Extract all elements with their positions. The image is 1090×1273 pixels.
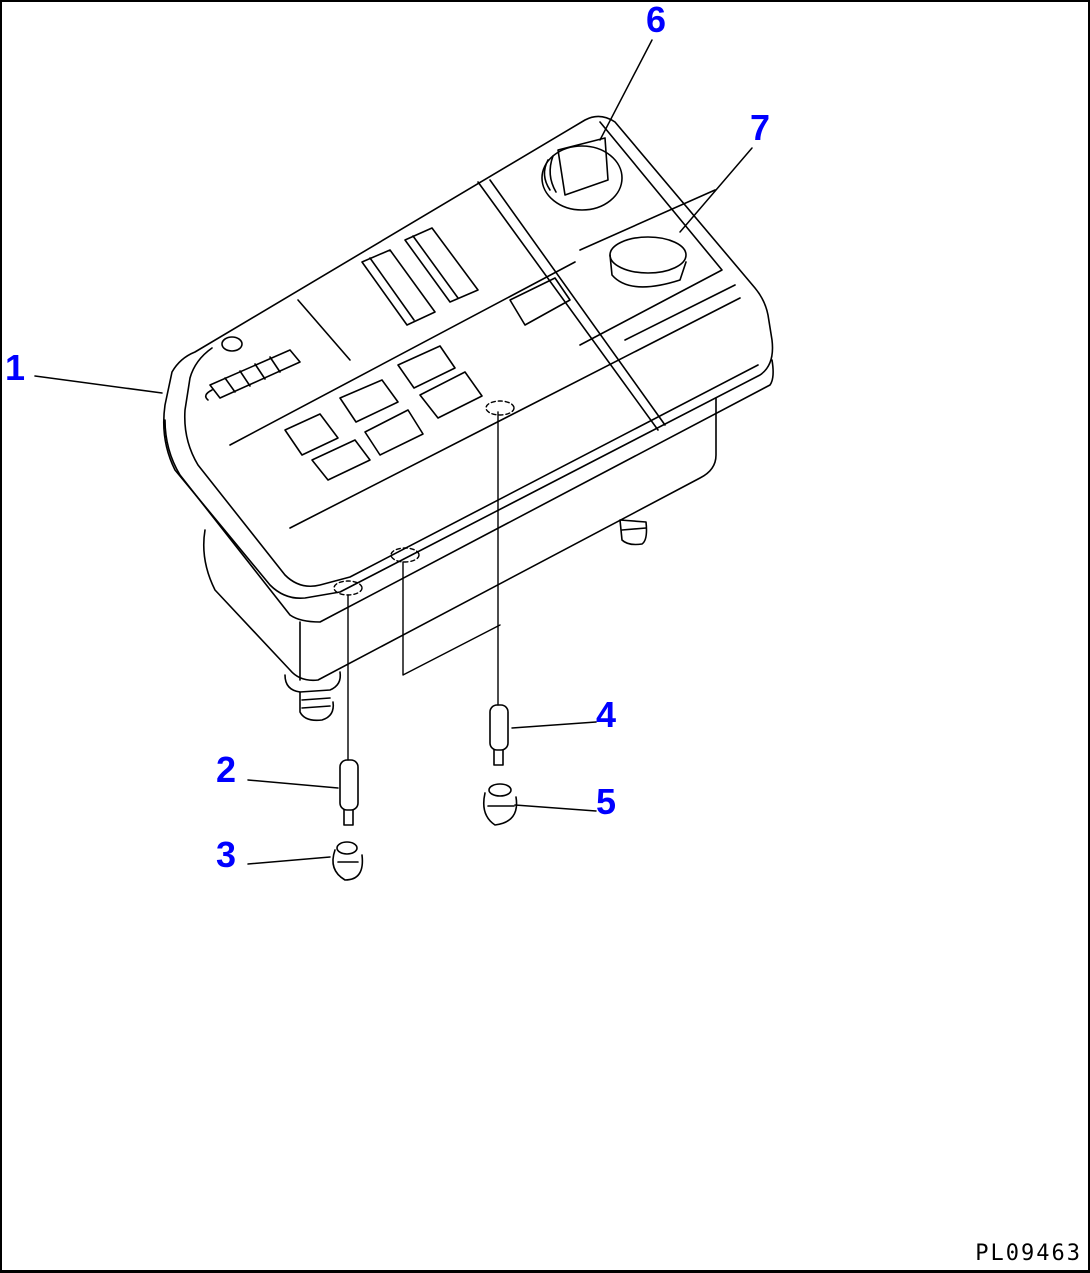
round-button <box>609 236 687 288</box>
monitor-panel-housing <box>162 115 774 722</box>
rotary-switch-knob <box>541 137 623 211</box>
callout-5: 5 <box>596 781 617 822</box>
callout-1: 1 <box>5 347 26 388</box>
socket-right <box>482 783 518 826</box>
callout-4: 4 <box>596 694 617 735</box>
drawing-code: PL09463 <box>975 1241 1082 1266</box>
callout-7: 7 <box>750 107 771 148</box>
leader-lines <box>34 39 753 865</box>
callout-6: 6 <box>646 0 667 40</box>
socket-left <box>332 841 364 881</box>
callout-2: 2 <box>216 749 237 790</box>
bulb-right <box>489 704 509 766</box>
bulb-left <box>339 759 359 826</box>
callout-3: 3 <box>216 834 237 875</box>
assembly-lines <box>333 400 515 761</box>
